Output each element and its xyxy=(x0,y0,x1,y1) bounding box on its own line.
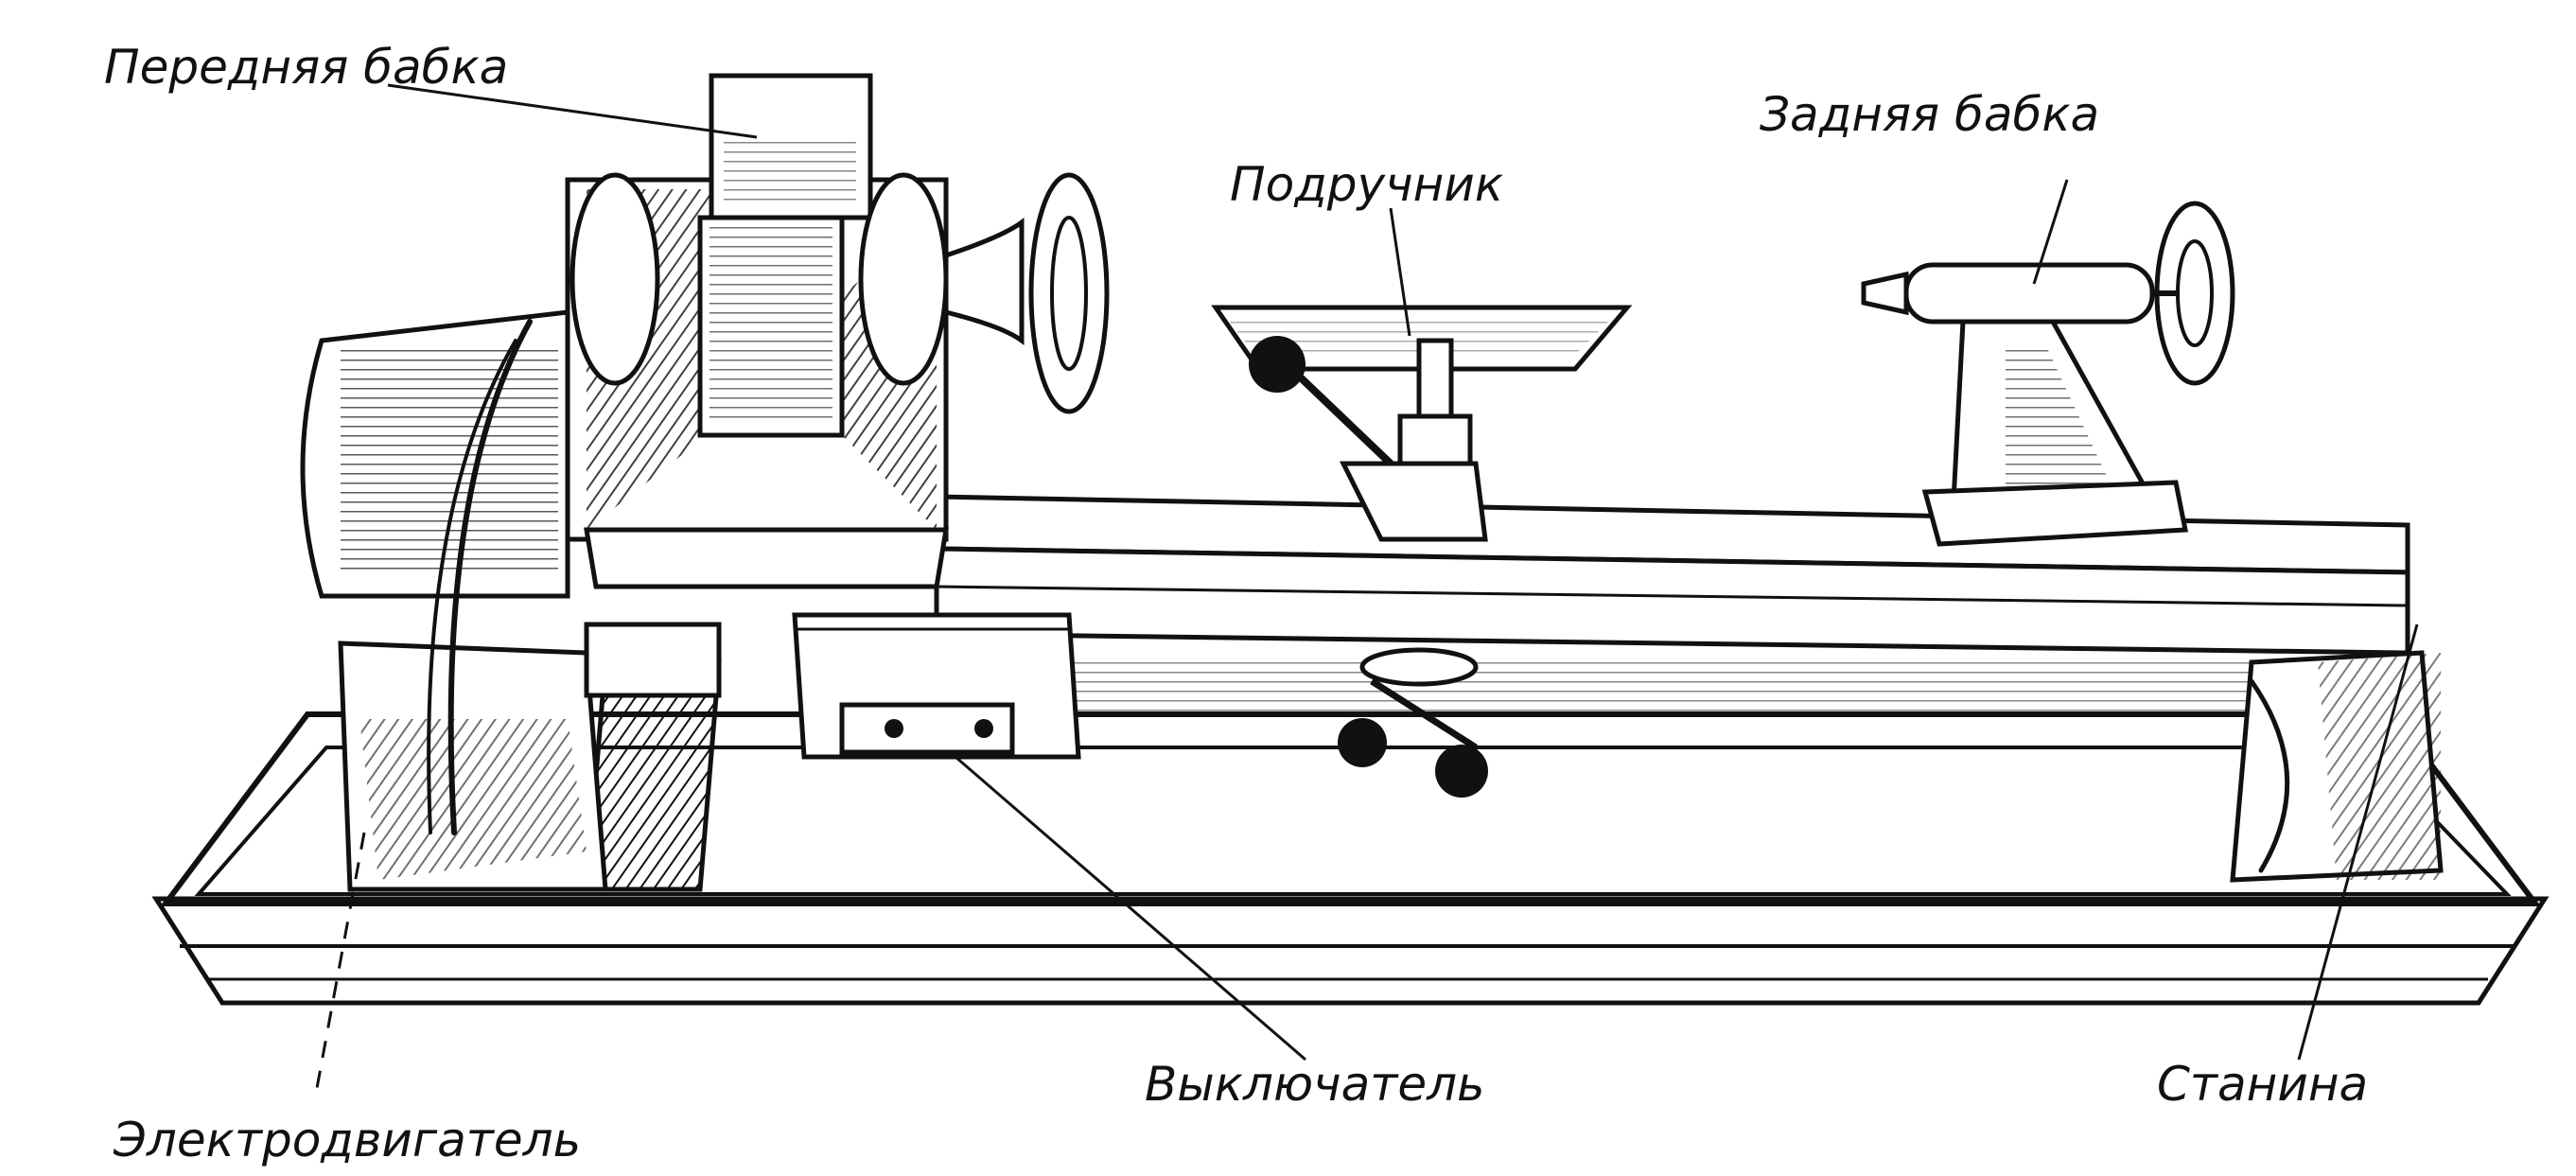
leader-motor xyxy=(315,832,366,1089)
tool-rest xyxy=(1211,305,1633,798)
label-tool-rest: Подручник xyxy=(1230,157,1503,212)
label-bed: Станина xyxy=(2157,1057,2368,1112)
leader-bed xyxy=(2297,623,2419,1061)
headstock xyxy=(300,73,1110,835)
electric-motor xyxy=(300,309,570,835)
base-tray xyxy=(151,711,2550,1006)
leader-tailstock xyxy=(2032,179,2069,285)
label-motor: Электродвигатель xyxy=(113,1113,581,1167)
label-headstock: Передняя бабка xyxy=(104,40,508,95)
label-tailstock: Задняя бабка xyxy=(1760,87,2099,142)
leader-headstock xyxy=(387,83,758,139)
leader-tool-rest xyxy=(1389,207,1411,337)
label-switch: Выключатель xyxy=(1145,1057,1485,1112)
switch-box xyxy=(584,612,1081,760)
tailstock xyxy=(1861,201,2235,547)
leader-switch xyxy=(955,755,1306,1062)
leader-lines xyxy=(315,83,2419,1089)
